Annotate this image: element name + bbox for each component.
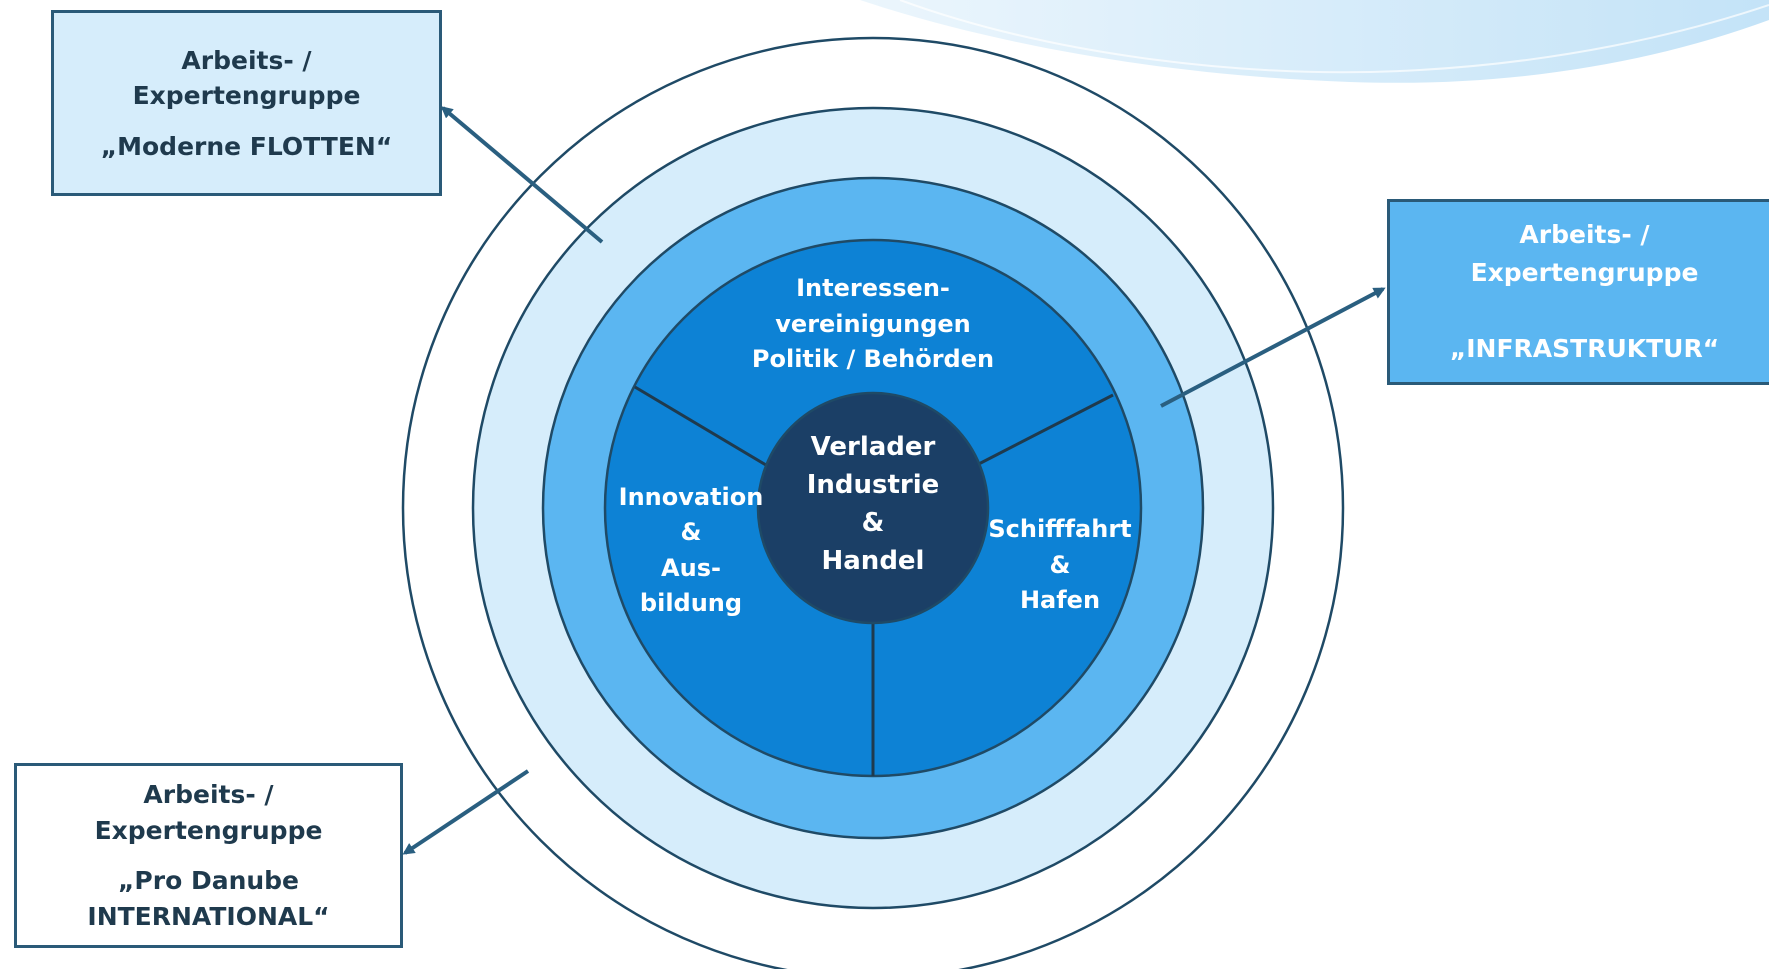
segment-right-line1: Schifffahrt (988, 515, 1131, 543)
core-label-line3: & (862, 508, 885, 538)
decorative-wave-line (899, 0, 1769, 74)
core-circle (756, 391, 990, 625)
group-box-danube: Arbeits- / Expertengruppe „Pro Danube IN… (14, 763, 403, 948)
segment-right-line2: & (1050, 551, 1071, 579)
segment-left-line1: Innovation (619, 483, 764, 511)
segment-left-line2: & (681, 518, 702, 546)
core-label-line4: Handel (822, 546, 925, 576)
decorative-wave (860, 0, 1769, 83)
segment-right-label: Schifffahrt & Hafen (988, 515, 1131, 614)
core-label-line1: Verlader (811, 432, 936, 462)
segment-top-line3: Politik / Behörden (752, 345, 994, 373)
segment-left-line3: Aus- (661, 554, 721, 582)
arrow-to-flotten (440, 106, 604, 244)
group-flotten-line3: „Moderne FLOTTEN“ (100, 131, 393, 161)
group-box-flotten: Arbeits- / Expertengruppe „Moderne FLOTT… (51, 10, 442, 196)
divider-right (970, 393, 1114, 470)
segment-right-line3: Hafen (1020, 586, 1100, 614)
group-infrastruktur-line2: Expertengruppe (1470, 258, 1699, 287)
segment-top-line1: Interessen- (796, 274, 950, 302)
group-danube-line4: INTERNATIONAL“ (87, 901, 330, 931)
arrow-to-danube (402, 769, 530, 855)
arrow-to-infrastruktur (1160, 287, 1386, 408)
group-danube-line3: „Pro Danube (117, 865, 300, 895)
core-label: Verlader Industrie & Handel (807, 432, 940, 576)
group-flotten-line1: Arbeits- / (181, 45, 312, 75)
segment-top-line2: vereinigungen (775, 310, 970, 338)
group-danube-line1: Arbeits- / (143, 779, 274, 809)
segment-top-label: Interessen- vereinigungen Politik / Behö… (752, 274, 994, 373)
divider-left (634, 385, 777, 473)
group-flotten-line2: Expertengruppe (132, 80, 361, 110)
group-infrastruktur-line1: Arbeits- / (1519, 220, 1650, 249)
group-box-infrastruktur: Arbeits- / Expertengruppe „INFRASTRUKTUR… (1387, 199, 1769, 385)
group-infrastruktur-line3: „INFRASTRUKTUR“ (1449, 334, 1720, 363)
group-danube-line2: Expertengruppe (94, 815, 323, 845)
segment-left-label: Innovation & Aus- bildung (619, 483, 764, 617)
segment-left-line4: bildung (640, 589, 742, 617)
core-label-line2: Industrie (807, 470, 940, 500)
